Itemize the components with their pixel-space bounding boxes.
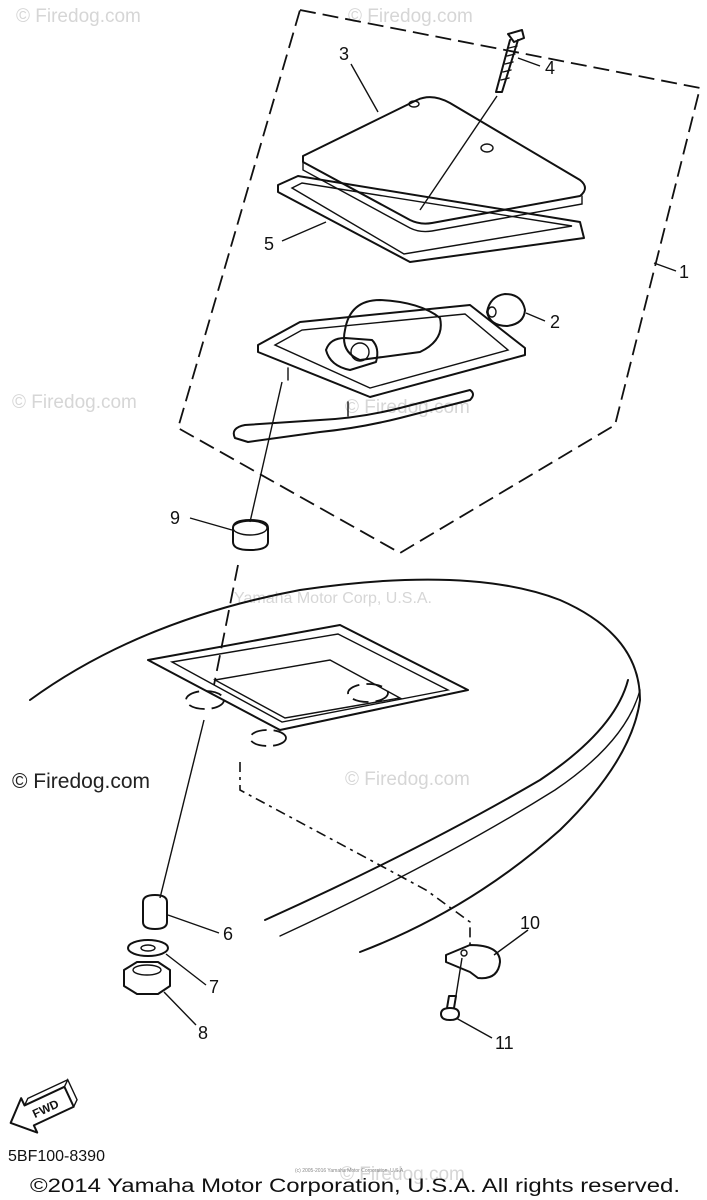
cover-lip: [302, 161, 583, 233]
hull-deck-edge: [264, 679, 629, 921]
watermark-top-left: © Firedog.com: [16, 6, 141, 27]
leader-1: [653, 262, 677, 272]
leader-3: [350, 63, 379, 113]
screw-axis: [419, 95, 498, 211]
axis-grommet-to-hull: [213, 564, 239, 686]
copyright-notice: ©2014 Yamaha Motor Corporation, U.S.A. A…: [30, 1176, 680, 1197]
leader-4: [517, 57, 541, 67]
fuel-hose: [232, 389, 474, 443]
fwd-arrow-shape: [9, 1085, 75, 1134]
callout-11: 11: [495, 1033, 514, 1053]
hull-recess: [147, 624, 469, 731]
assembly-boundary: [176, 8, 702, 555]
grommet-top: [232, 520, 268, 536]
clamp-bolt: [440, 995, 460, 1021]
clamp-hole: [460, 949, 468, 957]
clamp: [445, 944, 501, 980]
watermark-top-mid: © Firedog.com: [348, 6, 473, 27]
leader-10: [493, 929, 529, 956]
leader-6: [167, 914, 220, 934]
axis-hull-to-clamp: [239, 762, 471, 945]
callout-4: 4: [545, 58, 555, 78]
cover-screw-hole-front: [480, 143, 494, 153]
leader-5: [281, 221, 327, 242]
callout-10: 10: [520, 913, 540, 933]
axis-stud-to-grommet: [249, 381, 283, 523]
nut: [123, 961, 171, 995]
housing-inner: [273, 313, 510, 389]
vent-cap: [486, 293, 526, 327]
fwd-arrow: FWD: [9, 1078, 78, 1134]
callout-1: 1: [679, 262, 689, 282]
nut-top: [132, 964, 162, 976]
watermark-mid-left: © Firedog.com: [12, 392, 137, 413]
gasket-inner: [290, 182, 573, 255]
callout-5: 5: [264, 234, 274, 254]
cover-gasket: [277, 175, 585, 263]
watermark-bottom-center: © Firedog.com: [340, 1164, 465, 1185]
callout-9: 9: [170, 508, 180, 528]
leader-2: [525, 312, 546, 322]
watermark-firedog-dark: © Firedog.com: [12, 770, 150, 793]
cover-screw-hole-rear: [408, 100, 420, 108]
fwd-arrow-depth: [23, 1078, 78, 1108]
callout-7: 7: [209, 977, 219, 997]
axis-clamp-to-bolt: [454, 957, 463, 1003]
callout-3: 3: [339, 44, 349, 64]
valve-knob: [350, 342, 370, 362]
hull-recess-floor: [212, 659, 403, 719]
washer-hole: [140, 944, 156, 952]
cover-screw: [495, 29, 525, 93]
hull-hole-left: [185, 690, 225, 710]
hand-hole-cover: [302, 96, 586, 225]
grommet: [232, 519, 269, 551]
axis-hull-to-nut: [159, 719, 205, 899]
watermark-lower-center: © Firedog.com: [345, 769, 470, 790]
housing-flange: [257, 304, 526, 398]
leader-9: [189, 517, 233, 531]
callout-2: 2: [550, 312, 560, 332]
hull-deck-trim: [279, 689, 641, 937]
hull-hole-front: [249, 729, 287, 747]
hull-recess-inner: [169, 633, 451, 723]
fuel-valve-body: [325, 337, 379, 371]
leader-7: [165, 953, 207, 986]
callout-6: 6: [223, 924, 233, 944]
diagram-code: 5BF100-8390: [8, 1148, 105, 1165]
leader-11: [455, 1017, 493, 1039]
vent-cap-hole: [487, 306, 497, 318]
housing-bulb: [343, 299, 442, 361]
washer: [127, 939, 169, 957]
callout-8: 8: [198, 1023, 208, 1043]
leader-8: [163, 991, 197, 1026]
screw-thread: [500, 45, 518, 81]
spacer: [142, 894, 168, 930]
fine-print: (c) 2005-2016 Yamaha Motor Corporation, …: [295, 1168, 405, 1174]
hull-hole-right: [347, 683, 389, 703]
hull-deck-outline: [29, 578, 641, 953]
